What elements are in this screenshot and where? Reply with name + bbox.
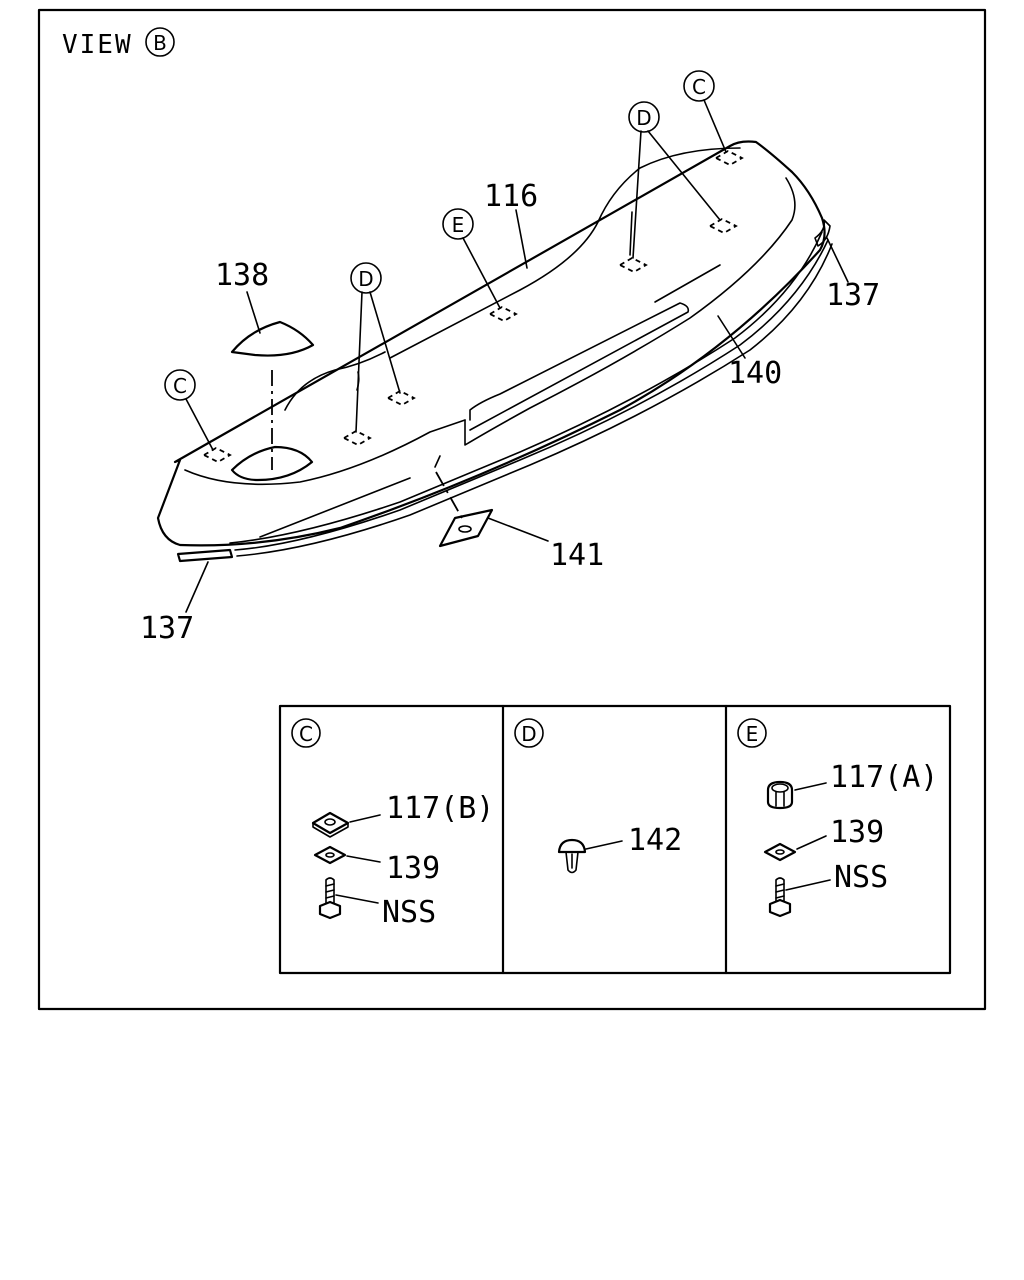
fastener-marker-c-left: [202, 446, 232, 464]
seal-137-top: [814, 219, 831, 247]
leader-137-top: [826, 237, 849, 283]
spoiler-top-recess: [389, 147, 741, 359]
leader-137-bottom: [185, 561, 209, 613]
callout-e: E: [442, 208, 501, 309]
spoiler-mid-strip: [469, 302, 690, 431]
trim-strip-top: [229, 231, 823, 544]
leader-138: [246, 291, 261, 334]
trim-detail-left: [259, 477, 411, 538]
trim-strip-upper: [234, 239, 829, 551]
leader-140: [717, 315, 746, 359]
detail-e-part-nss: NSS: [834, 860, 888, 895]
spoiler-inner-edge-right: [464, 177, 796, 446]
label-140: 140: [728, 356, 782, 391]
label-137-top: 137: [826, 278, 880, 313]
label-137-bottom: 137: [140, 611, 194, 646]
detail-c-ref: C: [299, 722, 313, 746]
callout-c-left: C: [164, 369, 214, 451]
fastener-marker-d-left-1: [342, 429, 372, 447]
trim-strip-lower: [236, 243, 833, 557]
detail-panel: [278, 704, 952, 975]
spoiler-mid-line: [654, 264, 721, 303]
pad-138: [230, 320, 315, 357]
svg-text:D: D: [358, 267, 373, 291]
spoiler-outline: [156, 140, 826, 547]
spoiler-panel: [156, 140, 833, 563]
svg-text:C: C: [173, 374, 187, 398]
clip-141-center-line: [435, 471, 463, 519]
washer-icon: [763, 842, 797, 862]
label-141: 141: [550, 538, 604, 573]
fastener-marker-d-left-2: [386, 389, 416, 407]
detail-e-part-139: 139: [830, 815, 884, 850]
clip-141: [438, 508, 494, 548]
detail-c-part-139: 139: [386, 851, 440, 886]
fastener-marker-d-right-2: [708, 217, 738, 235]
svg-text:E: E: [452, 213, 465, 237]
detail-c-part-nss: NSS: [382, 895, 436, 930]
clip-slot: [434, 455, 441, 468]
detail-e-ref: E: [746, 722, 759, 746]
view-ref-circle: [145, 27, 175, 57]
spoiler-left-recess: [284, 351, 386, 411]
svg-text:D: D: [636, 106, 651, 130]
detail-e: E 117(A) 139 NSS: [737, 718, 938, 918]
detail-d-part-142: 142: [628, 823, 682, 858]
detail-c-part-117b: 117(B): [386, 791, 494, 826]
detail-d-ref: D: [521, 722, 536, 746]
fastener-marker-e: [488, 305, 518, 323]
fastener-marker-d-right-1: [618, 256, 648, 274]
detail-e-part-117a: 117(A): [830, 760, 938, 795]
callout-d-right: D: [628, 101, 721, 259]
view-title: VIEW B: [62, 27, 175, 60]
leader-116: [515, 209, 528, 269]
fastener-marker-c-right: [714, 149, 744, 167]
detail-c: C 117(B) 139 NSS: [291, 718, 494, 930]
nut-insert-icon: [766, 780, 794, 810]
detail-d-ref-circle: [514, 718, 544, 748]
callout-d-left: D: [350, 262, 401, 433]
push-clip-icon: [557, 838, 587, 854]
seal-137-bottom: [176, 548, 234, 563]
label-138: 138: [215, 258, 269, 293]
spoiler-inner-edge-left: [184, 419, 466, 486]
label-116: 116: [484, 179, 538, 214]
detail-e-ref-circle: [737, 718, 767, 748]
clip-141-hole: [458, 525, 472, 533]
svg-text:C: C: [692, 75, 706, 99]
spoiler-stop-line: [629, 211, 633, 256]
view-title-text: VIEW: [62, 30, 133, 60]
view-ref-letter: B: [153, 31, 167, 55]
callout-c-right: C: [683, 70, 727, 153]
washer-icon: [313, 845, 347, 865]
leader-141: [487, 517, 549, 542]
detail-d: D 142: [514, 718, 682, 874]
detail-c-ref-circle: [291, 718, 321, 748]
diagram-frame: [37, 8, 987, 1011]
